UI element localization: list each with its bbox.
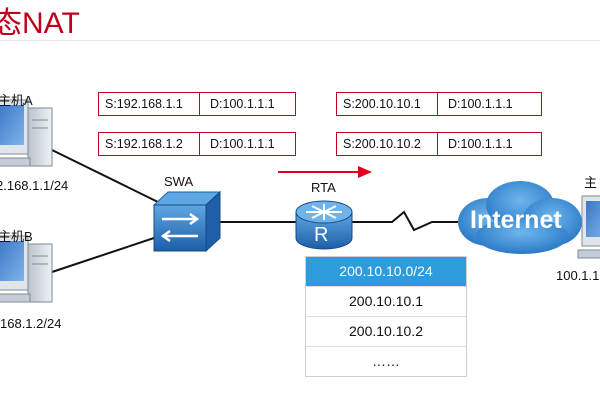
direction-arrow-head — [358, 166, 372, 178]
internet-cloud-icon — [458, 181, 582, 254]
slide-title: 态NAT — [0, 7, 80, 40]
link-host-b-switch — [51, 235, 161, 273]
address-pool-header: 200.10.10.0/24 — [306, 257, 466, 286]
switch-label: SWA — [164, 174, 194, 189]
switch-icon — [152, 190, 222, 253]
serial-link-router-internet — [352, 210, 462, 232]
source-address: S:200.10.10.2 — [337, 133, 438, 155]
server-pc-icon — [577, 195, 600, 259]
destination-address: D:100.1.1.1 — [448, 97, 513, 111]
source-address: S:192.168.1.2 — [99, 133, 200, 155]
server-ip: 100.1.1 — [556, 268, 600, 283]
address-pool-row: 200.10.10.1 — [306, 286, 466, 316]
host-a-ip: 2.168.1.1/24 — [0, 178, 69, 193]
destination-address: D:100.1.1.1 — [448, 137, 513, 151]
packet-header-after-1: S:200.10.10.1 D:100.1.1.1 — [336, 92, 542, 116]
packet-header-after-2: S:200.10.10.2 D:100.1.1.1 — [336, 132, 542, 156]
host-a-label: 主机A — [0, 93, 33, 108]
address-pool-row: …… — [306, 346, 466, 376]
destination-address: D:100.1.1.1 — [210, 97, 275, 111]
link-host-a-switch — [51, 149, 161, 204]
address-pool-table: 200.10.10.0/24 200.10.10.1 200.10.10.2 …… — [305, 256, 467, 377]
host-b-label: 主机B — [0, 229, 33, 244]
source-address: S:200.10.10.1 — [337, 93, 438, 115]
packet-header-before-1: S:192.168.1.1 D:100.1.1.1 — [98, 92, 296, 116]
server-label: 主 — [584, 175, 598, 190]
source-address: S:192.168.1.1 — [99, 93, 200, 115]
host-a-pc-icon — [0, 99, 53, 167]
host-b-pc-icon — [0, 235, 53, 303]
router-label: RTA — [311, 180, 336, 195]
internet-label: Internet — [470, 206, 562, 234]
router-glyph: R — [314, 224, 329, 246]
host-b-ip: 168.1.2/24 — [0, 316, 62, 331]
packet-header-before-2: S:192.168.1.2 D:100.1.1.1 — [98, 132, 296, 156]
title-divider — [0, 40, 600, 41]
destination-address: D:100.1.1.1 — [210, 137, 275, 151]
router-icon — [295, 200, 353, 250]
address-pool-row: 200.10.10.2 — [306, 316, 466, 346]
